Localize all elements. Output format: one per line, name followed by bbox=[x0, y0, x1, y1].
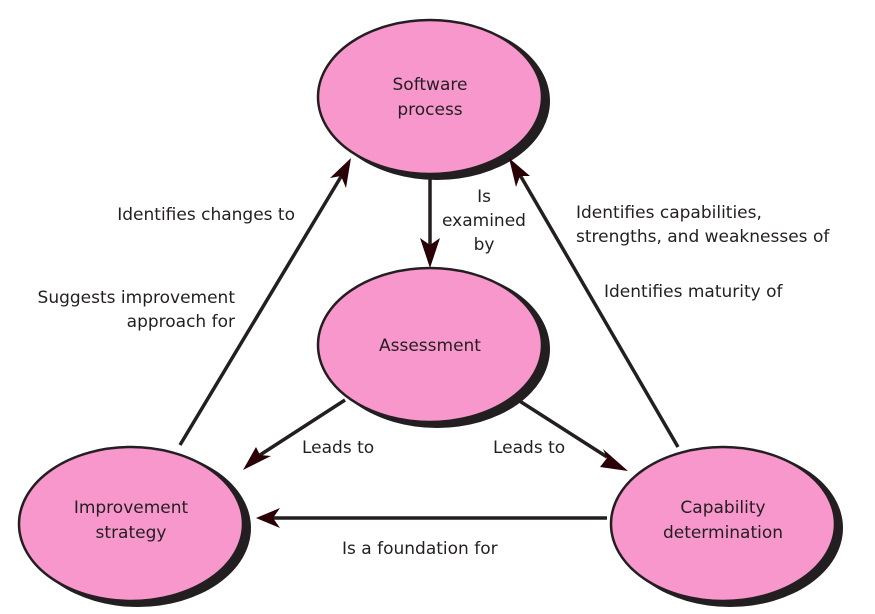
edge-label-line: by bbox=[474, 235, 495, 255]
node-label-line: strategy bbox=[96, 523, 167, 543]
edge-label-line: Suggests improvement bbox=[38, 288, 236, 308]
arrowhead-icon bbox=[256, 508, 280, 528]
node-label: Software process bbox=[393, 75, 468, 120]
node-capability-determination: Capability determination bbox=[609, 445, 843, 607]
edge-label-examined-by: Is examined by bbox=[442, 187, 526, 255]
edge-label-line: approach for bbox=[127, 312, 235, 332]
edge-label-identifies-changes-to: Identifies changes to bbox=[117, 205, 295, 225]
node-label: Capability determination bbox=[663, 498, 783, 543]
arrowhead-icon bbox=[420, 238, 440, 268]
edge-labels: Is examined by Identifies changes to Sugge… bbox=[38, 187, 831, 559]
arrowhead-icon bbox=[243, 447, 271, 470]
edge-label-line: Leads to bbox=[302, 438, 374, 458]
node-label-line: process bbox=[397, 100, 462, 120]
edge-label-line: Leads to bbox=[493, 438, 565, 458]
edge-label-leads-to-left: Leads to bbox=[302, 438, 374, 458]
edges bbox=[178, 174, 680, 520]
edge-label-foundation-for: Is a foundation for bbox=[342, 539, 498, 559]
node-label-line: Software bbox=[393, 75, 468, 95]
edge-improvement-to-software-process bbox=[178, 174, 344, 446]
edge-label-leads-to-right: Leads to bbox=[493, 438, 565, 458]
node-software-process: Software process bbox=[316, 18, 550, 180]
edge-leads-to-left bbox=[259, 398, 346, 457]
node-label: Improvement strategy bbox=[74, 498, 189, 543]
node-label-line: Assessment bbox=[379, 336, 481, 356]
edge-label-line: Identifies maturity of bbox=[604, 282, 784, 302]
arrowhead-icon bbox=[600, 449, 628, 471]
edge-label-identifies-maturity: Identifies maturity of bbox=[604, 282, 784, 302]
edge-label-line: examined bbox=[442, 211, 526, 231]
arrowhead-icon bbox=[509, 158, 530, 187]
edge-label-line: Is bbox=[477, 187, 491, 207]
node-label-line: determination bbox=[663, 523, 783, 543]
node-label-line: Capability bbox=[680, 498, 765, 518]
edge-label-line: strengths, and weaknesses of bbox=[576, 227, 830, 247]
arrowhead-icon bbox=[330, 158, 351, 188]
node-label-line: Improvement bbox=[74, 498, 189, 518]
node-ellipse bbox=[17, 445, 245, 603]
edge-capability-to-software-process bbox=[518, 174, 680, 448]
edge-label-line: Identifies changes to bbox=[117, 205, 295, 225]
edge-label-line: Is a foundation for bbox=[342, 539, 498, 559]
edge-label-suggests-improvement: Suggests improvement approach for bbox=[38, 288, 236, 332]
node-improvement-strategy: Improvement strategy bbox=[17, 445, 251, 607]
edge-leads-to-right bbox=[517, 398, 608, 459]
edge-label-line: Identifies capabilities, bbox=[576, 203, 762, 223]
arrowheads bbox=[243, 158, 628, 528]
node-label: Assessment bbox=[379, 336, 481, 356]
node-assessment: Assessment bbox=[316, 266, 550, 428]
node-ellipse bbox=[609, 445, 837, 603]
node-ellipse bbox=[316, 18, 544, 176]
edge-label-identifies-capabilities: Identifies capabilities, strengths, and w… bbox=[576, 203, 830, 247]
